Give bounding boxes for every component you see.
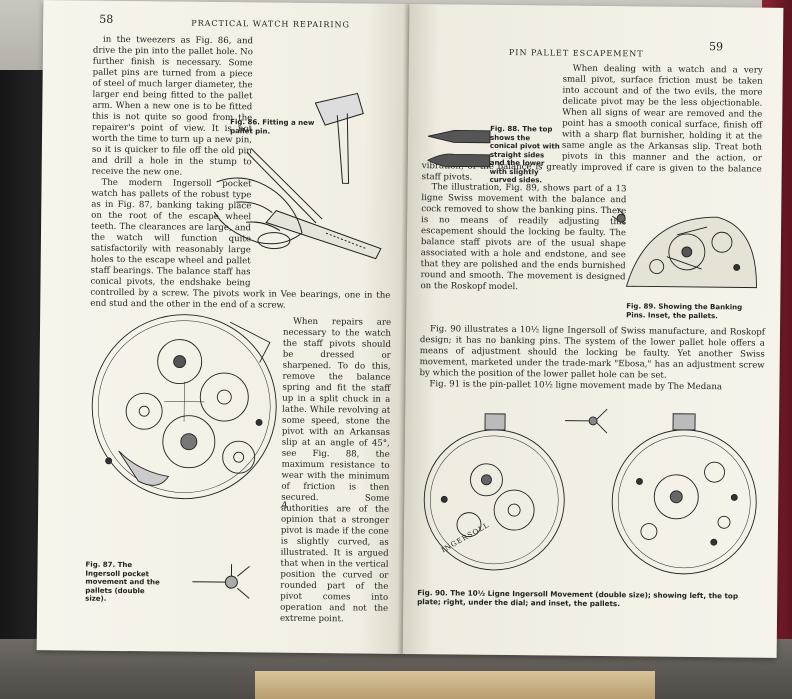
right-text-fig91: Fig. 90 illustrates a 10½ ligne Ingersol…: [419, 324, 766, 394]
fig87-caption: Fig. 87. The Ingersoll pocket movement a…: [85, 560, 160, 603]
fig90-caption: Fig. 90. The 10½ Ligne Ingersoll Movemen…: [417, 588, 739, 608]
fig87-illustration: [78, 301, 290, 523]
left-paragraph-3: When repairs are necessary to the watch …: [279, 316, 392, 625]
running-head-right: PIN PALLET ESCAPEMENT: [508, 48, 644, 59]
fig87-pallets-inset: [187, 562, 257, 603]
wooden-board: [255, 671, 655, 699]
right-paragraph-3: Fig. 90 illustrates a 10½ ligne Ingersol…: [419, 324, 766, 381]
fig89-caption: Fig. 89. Showing the Banking Pins. Inset…: [626, 302, 743, 320]
left-text-bottom: When repairs are necessary to the watch …: [280, 317, 391, 626]
fig88-illustration: [424, 122, 495, 173]
fig86-illustration: [206, 82, 393, 284]
right-paragraph-4: Fig. 91 is the pin-pallet 10½ ligne move…: [429, 379, 723, 393]
running-head-left: PRACTICAL WATCH REPAIRING: [191, 18, 350, 30]
right-text-fig89: The illustration, Fig. 89, shows part of…: [420, 182, 626, 294]
fig90-illustration: [413, 399, 765, 583]
right-page: PIN PALLET ESCAPEMENT 59 When dealing wi…: [402, 3, 784, 658]
right-paragraph-2: The illustration, Fig. 89, shows part of…: [420, 182, 627, 293]
left-page: 58 PRACTICAL WATCH REPAIRING in the twee…: [36, 0, 410, 654]
fig89-illustration: [606, 196, 767, 298]
fig88-caption: Fig. 88. The top shows the conical pivot…: [489, 124, 560, 185]
page-number-left: 58: [99, 12, 114, 26]
open-book: 58 PRACTICAL WATCH REPAIRING in the twee…: [36, 0, 784, 663]
page-number-right: 59: [708, 40, 724, 54]
